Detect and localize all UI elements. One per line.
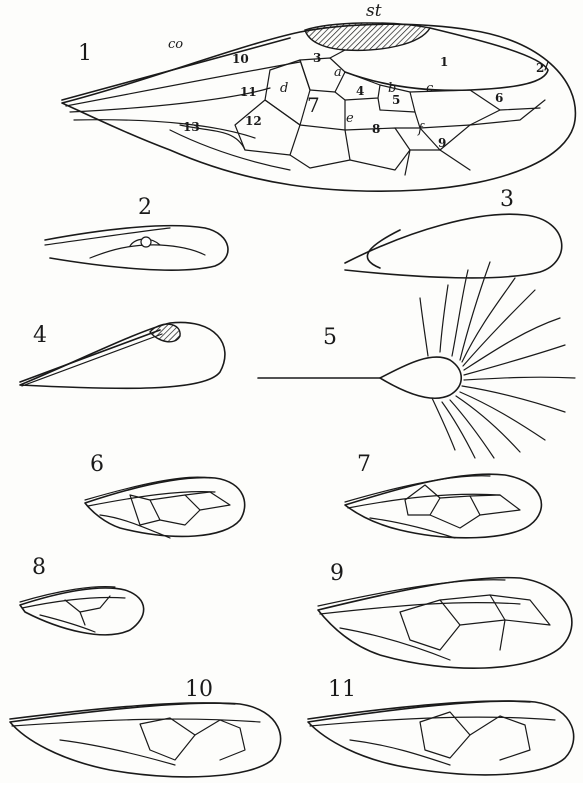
figure-label-2: 2 [138, 195, 152, 220]
cell-label-7: 7 [307, 93, 320, 117]
cell-label-2: 2 [536, 61, 544, 75]
vein-label-a: a [334, 65, 342, 80]
stigma-label: st [366, 1, 382, 21]
cell-label-3: 3 [313, 51, 321, 65]
wing-figure-7: 7 [345, 452, 541, 538]
cell-label-13: 13 [183, 120, 200, 134]
figure-label-3: 3 [500, 187, 514, 212]
wing-figure-11: 11 [308, 677, 574, 775]
cell-label-4: 4 [356, 84, 364, 98]
cell-label-12: 12 [245, 114, 262, 128]
figure-label-10: 10 [185, 677, 213, 702]
figure-label-4: 4 [33, 323, 47, 348]
wing-figure-6: 6 [85, 452, 245, 538]
wing-figure-2: 2 [45, 195, 228, 270]
wing-figure-5: 5 [258, 262, 575, 458]
cell-label-10: 10 [232, 52, 249, 66]
wing-figure-8: 8 [20, 555, 144, 635]
figure-label-5: 5 [323, 325, 337, 350]
cell-label-1: 1 [440, 55, 448, 69]
vein-label-e: e [346, 111, 354, 126]
figure-label-11: 11 [328, 677, 356, 702]
vein-label-c: c [426, 81, 434, 96]
figure-label-7: 7 [357, 452, 371, 477]
figure-label-6: 6 [90, 452, 104, 477]
costa-label: co [168, 37, 183, 52]
cell-label-9: 9 [438, 136, 446, 150]
wing-figure-4: 4 [20, 322, 225, 388]
wing-figure-10: 10 [10, 677, 281, 777]
wing-figure-3: 3 [345, 187, 562, 278]
vein-label-f: f [417, 122, 425, 137]
wing-figure-1: 1 co st 1 2 3 4 5 6 7 8 9 10 11 12 13 a … [62, 1, 575, 191]
cell-label-11: 11 [240, 85, 257, 99]
vein-label-b: b [388, 81, 396, 96]
cell-label-8: 8 [372, 122, 380, 136]
wing-figure-9: 9 [318, 561, 572, 668]
figure-label-9: 9 [330, 561, 344, 586]
figure-label-1: 1 [78, 41, 92, 66]
vein-label-d: d [280, 81, 288, 96]
figure-label-8: 8 [32, 555, 46, 580]
cell-label-6: 6 [495, 91, 503, 105]
